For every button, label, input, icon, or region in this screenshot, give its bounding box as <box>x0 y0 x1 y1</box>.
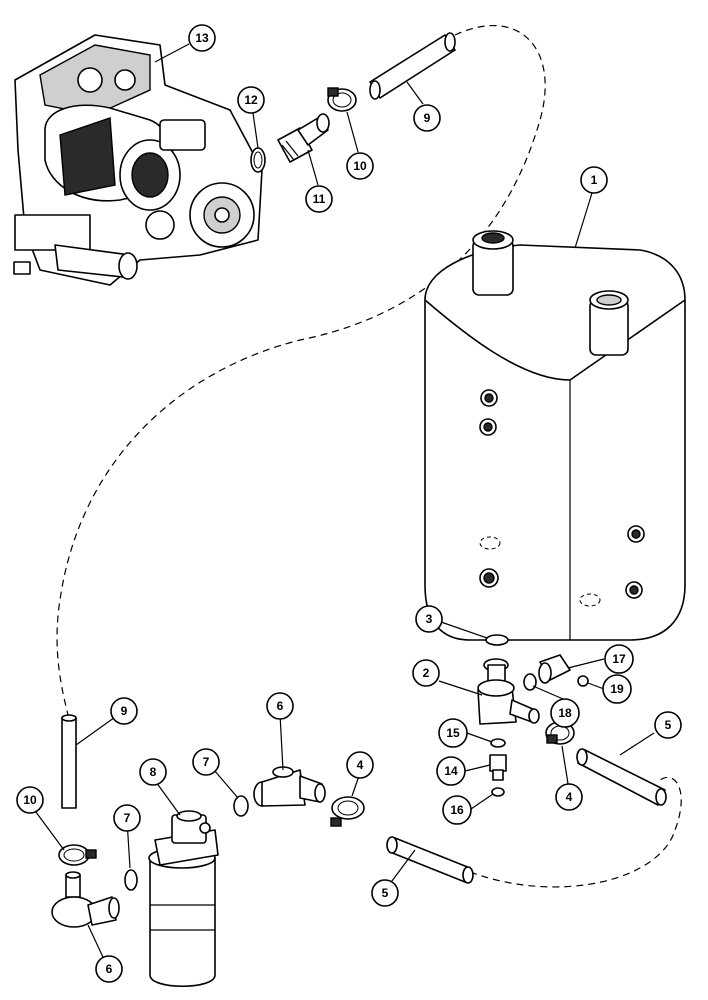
hose-5-right <box>576 748 667 806</box>
callout-6-upper-label: 6 <box>277 699 284 713</box>
callout-6-lower-label: 6 <box>106 962 113 976</box>
o-ring-7-upper <box>233 795 249 817</box>
hydraulic-tank <box>424 230 686 641</box>
callout-15-label: 15 <box>446 726 460 740</box>
callout-7-lower-label: 7 <box>124 811 131 825</box>
o-ring-7-lower <box>124 869 138 891</box>
hose-route-lower <box>469 776 682 888</box>
callout-13: 13 <box>188 24 216 52</box>
hose-clamp-4-left <box>330 796 365 827</box>
hydraulic-pump <box>13 34 263 286</box>
callout-5-right: 5 <box>654 711 682 739</box>
o-ring-19 <box>577 675 589 687</box>
o-ring-16 <box>491 787 505 797</box>
callout-5-right-label: 5 <box>665 718 672 732</box>
callout-9-upper: 9 <box>413 104 441 132</box>
callout-4-left-label: 4 <box>357 758 364 772</box>
o-ring-3 <box>485 634 509 646</box>
callout-3: 3 <box>415 605 443 633</box>
callout-15: 15 <box>438 718 468 748</box>
callout-19: 19 <box>602 674 632 704</box>
callout-9-lower-label: 9 <box>121 704 128 718</box>
callout-5-lower-label: 5 <box>382 886 389 900</box>
callout-4-right-label: 4 <box>566 790 573 804</box>
o-ring-18 <box>523 673 537 691</box>
hose-9-lower <box>61 714 77 809</box>
hose-clamp-10-lower <box>58 844 97 866</box>
callout-7-upper: 7 <box>192 748 220 776</box>
callout-10-lower: 10 <box>16 786 44 814</box>
callout-12-label: 12 <box>244 93 258 107</box>
hose-route-upper <box>56 25 546 716</box>
callout-9-lower: 9 <box>110 697 138 725</box>
callout-2: 2 <box>412 659 440 687</box>
callout-17-label: 17 <box>612 652 626 666</box>
callout-16-label: 16 <box>450 803 464 817</box>
callout-1-label: 1 <box>591 173 598 187</box>
callout-13-label: 13 <box>195 31 209 45</box>
callout-1: 1 <box>580 166 608 194</box>
callout-4-right: 4 <box>555 783 583 811</box>
callout-9-upper-label: 9 <box>424 111 431 125</box>
callout-18-label: 18 <box>558 706 572 720</box>
callout-19-label: 19 <box>610 682 624 696</box>
callout-7-lower: 7 <box>113 804 141 832</box>
hose-5-lower <box>386 836 474 884</box>
o-ring-15 <box>490 738 506 748</box>
hose-barb-fitting-11 <box>277 113 330 163</box>
callout-11: 11 <box>305 185 333 213</box>
hose-clamp-10-upper <box>327 87 357 112</box>
callout-17: 17 <box>604 644 634 674</box>
elbow-fitting-17 <box>538 654 571 684</box>
hose-9-upper <box>369 32 456 100</box>
callout-6-lower: 6 <box>95 955 123 983</box>
callout-3-label: 3 <box>426 612 433 626</box>
callout-10-lower-label: 10 <box>23 793 37 807</box>
callout-10-upper-label: 10 <box>353 159 367 173</box>
callout-8: 8 <box>139 758 167 786</box>
callout-5-lower: 5 <box>371 879 399 907</box>
callout-16: 16 <box>442 795 472 825</box>
callout-12: 12 <box>237 86 265 114</box>
callout-10-upper: 10 <box>346 152 374 180</box>
tee-fitting-2 <box>477 658 540 725</box>
o-ring-12 <box>250 147 266 173</box>
hose-clamp-4-right <box>545 721 575 745</box>
callout-8-label: 8 <box>150 765 157 779</box>
adapter-fitting-14 <box>489 754 507 781</box>
tee-fitting-6-upper <box>253 766 326 807</box>
callout-11-label: 11 <box>313 192 326 206</box>
callout-14: 14 <box>436 756 466 786</box>
callout-18: 18 <box>550 698 580 728</box>
callout-4-left: 4 <box>346 751 374 779</box>
elbow-fitting-6-lower <box>51 871 120 928</box>
filter-assembly-8 <box>148 810 219 988</box>
callout-14-label: 14 <box>444 764 458 778</box>
callout-7-upper-label: 7 <box>203 755 210 769</box>
callout-2-label: 2 <box>423 666 430 680</box>
callout-6-upper: 6 <box>266 692 294 720</box>
